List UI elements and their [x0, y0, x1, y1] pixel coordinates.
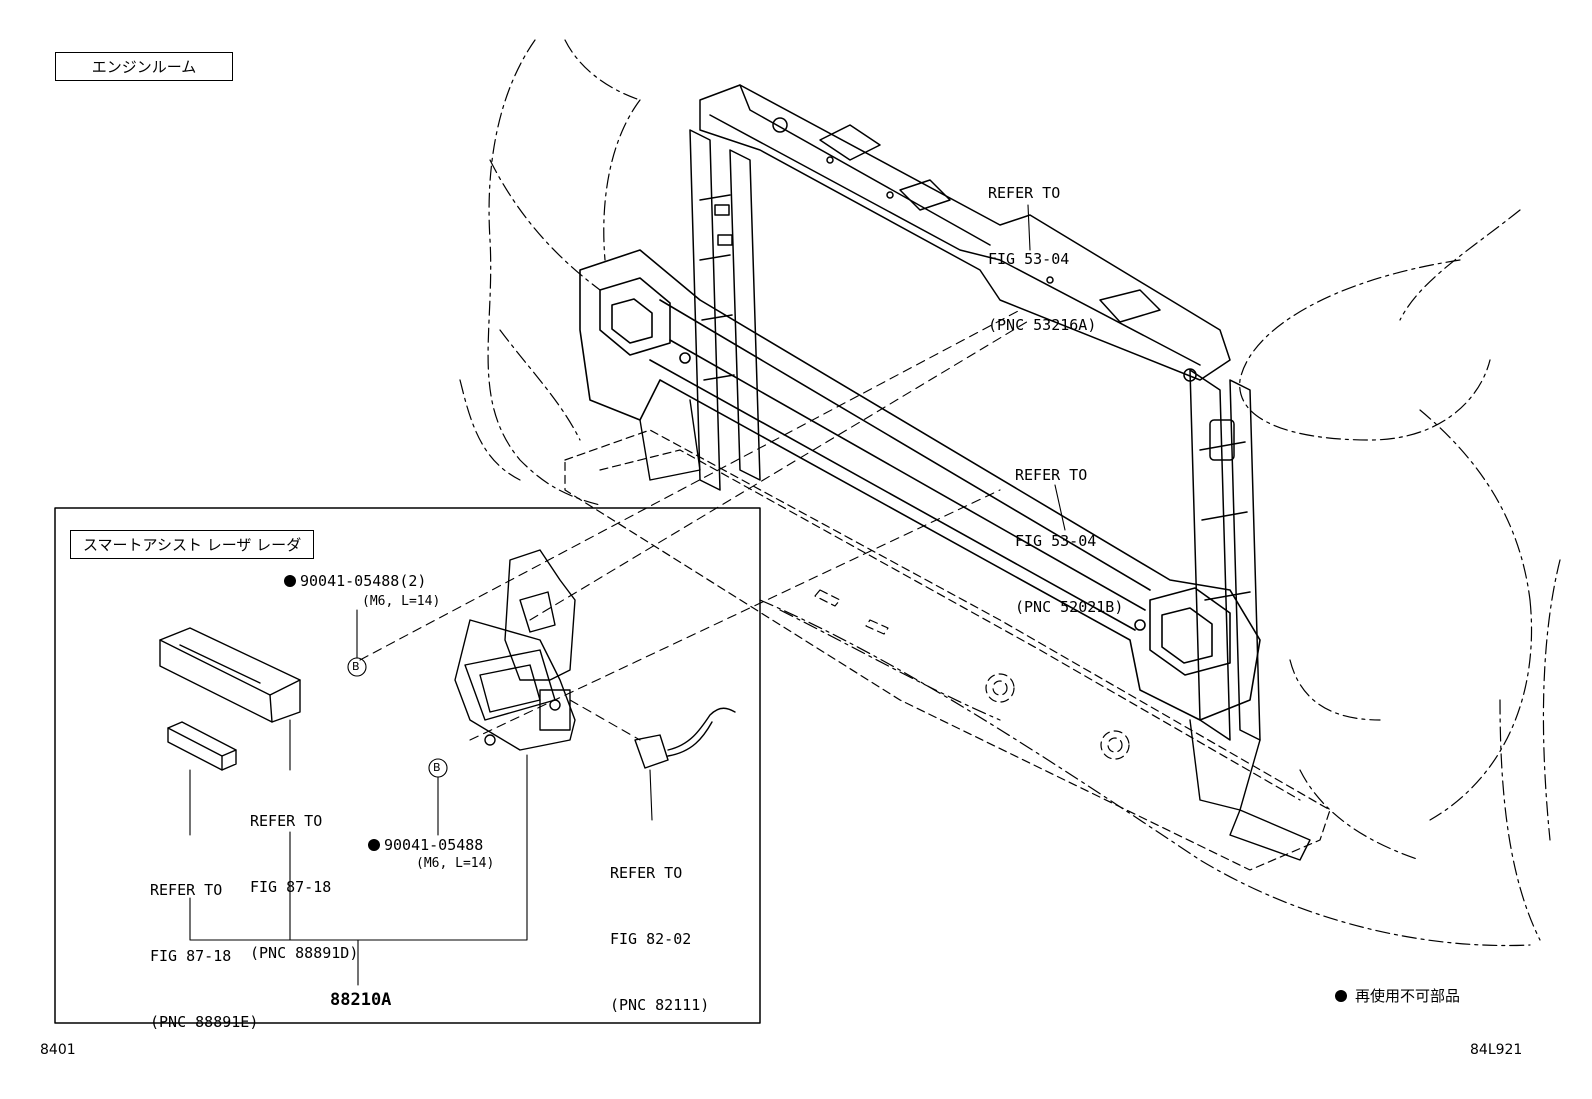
callout-line: REFER TO [1015, 466, 1088, 484]
callout-line: REFER TO [610, 864, 683, 882]
callout-line: (PNC 53216A) [988, 316, 1097, 334]
leader-lines-inset [189, 609, 528, 986]
callout-line: FIG 82-02 [610, 930, 692, 948]
callout-line: REFER TO [988, 184, 1061, 202]
callout-line: (PNC 82111) [610, 996, 710, 1014]
callout-line: REFER TO [250, 812, 323, 830]
non-reusable-dot-icon [368, 839, 380, 851]
bolt-bottom-part-number[interactable]: 90041-05488 [384, 836, 484, 854]
callout-cover-lower: REFER TO FIG 87-18 (PNC 88891E) [150, 835, 258, 1055]
lower-apron [564, 429, 1331, 871]
callout-line: (PNC 88891E) [150, 1013, 259, 1031]
callout-line: REFER TO [150, 881, 223, 899]
callout-line: FIG 53-04 [988, 250, 1070, 268]
non-reusable-dot-icon [284, 575, 296, 587]
non-reusable-dot-icon [1335, 989, 1347, 1002]
footer-right-code: 84L921 [1470, 1042, 1523, 1058]
lower-reinforcement-beam [579, 249, 1261, 721]
bolt-top-spec: (M6, L=14) [362, 594, 441, 609]
upper-radiator-support [699, 84, 1231, 382]
footer-left-code: 8401 [40, 1042, 76, 1058]
right-side-post [1189, 369, 1261, 741]
b-marker-top: B [352, 660, 360, 673]
callout-line: FIG 87-18 [250, 878, 332, 896]
bolt-bottom-spec: (M6, L=14) [416, 856, 495, 871]
engine-room-label: エンジンルーム [55, 52, 233, 81]
legend-text: 再使用不可部品 [1355, 987, 1461, 1005]
callout-line: (PNC 52021B) [1015, 598, 1124, 616]
callout-line: FIG 53-04 [1015, 532, 1097, 550]
body-phantom-lines [459, 39, 1561, 947]
main-part-number[interactable]: 88210A [330, 990, 392, 1010]
inset-title: スマートアシスト レーザ レーダ [70, 530, 315, 559]
callout-wire-connector: REFER TO FIG 82-02 (PNC 82111) [610, 818, 709, 1038]
callout-cover-upper: REFER TO FIG 87-18 (PNC 88891D) [250, 766, 358, 986]
radar-bracket [454, 549, 576, 751]
bolt-bottom-row: 90041-05488 [368, 836, 483, 854]
legend: 再使用不可部品 [1335, 985, 1460, 1006]
alignment-lines [359, 309, 1031, 741]
cover-lower [167, 721, 237, 771]
b-marker-bottom: B [433, 761, 441, 774]
left-side-post [689, 129, 761, 491]
inset-frame [54, 507, 761, 1024]
callout-line: FIG 87-18 [150, 947, 232, 965]
bolt-top-part-number[interactable]: 90041-05488(2) [300, 572, 427, 590]
cover-upper [159, 627, 301, 723]
lower-crossmember [639, 399, 1311, 861]
callout-upper-support: REFER TO FIG 53-04 (PNC 53216A) [988, 138, 1096, 358]
leader-lines-main [649, 204, 1066, 821]
wire-connector [634, 707, 736, 769]
bolt-top-row: 90041-05488(2) [284, 572, 426, 590]
callout-line: (PNC 88891D) [250, 944, 359, 962]
callout-lower-reinforcement: REFER TO FIG 53-04 (PNC 52021B) [1015, 420, 1123, 640]
